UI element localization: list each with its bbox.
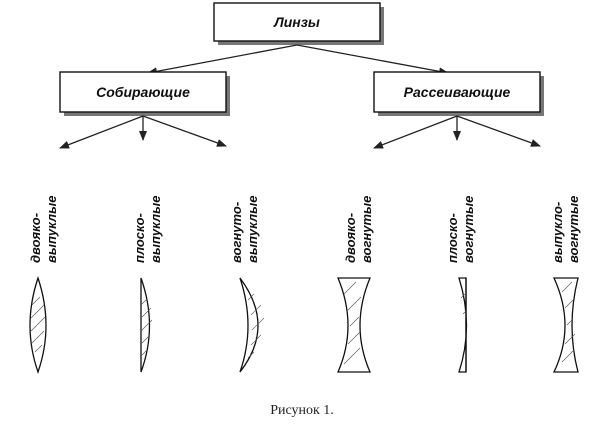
convexoconcave-lens-icon bbox=[552, 277, 579, 373]
concavoconvex-lens-icon bbox=[239, 277, 265, 373]
label-planoconvex: плоско- выпуклые bbox=[132, 196, 163, 263]
biconcave-lens-icon bbox=[337, 277, 371, 373]
label-biconvex-line2: выпуклые bbox=[44, 196, 59, 263]
label-biconvex: двояко- выпуклые bbox=[28, 196, 59, 263]
biconvex-lens-icon bbox=[29, 275, 47, 374]
root-label: Линзы bbox=[273, 14, 320, 30]
planoconvex-lens-icon bbox=[140, 277, 153, 373]
diverging-group-label: Рассеивающие bbox=[404, 84, 511, 100]
label-biconcave-line2: вогнутые bbox=[359, 196, 374, 263]
arrow-diverging-to-convexoconcave bbox=[456, 115, 541, 147]
label-concavoconvex-line2: выпуклые bbox=[245, 196, 260, 263]
planoconcave-lens-icon bbox=[458, 277, 468, 373]
label-planoconcave-line1: плоско- bbox=[445, 213, 460, 263]
diverging-group-node: Рассеивающие bbox=[373, 71, 544, 116]
label-concavoconvex: вогнуто- выпуклые bbox=[229, 196, 260, 263]
arrow-converging-to-concavoconvex bbox=[142, 115, 227, 147]
arrow-diverging-to-biconcave bbox=[373, 115, 458, 149]
label-convexoconcave-line1: выпукло- bbox=[550, 202, 565, 263]
converging-group-label: Собирающие bbox=[96, 84, 190, 100]
label-planoconvex-line1: плоско- bbox=[132, 213, 147, 263]
label-convexoconcave: выпукло- вогнутые bbox=[550, 196, 581, 263]
arrow-root-to-converging bbox=[147, 44, 298, 76]
label-biconvex-line1: двояко- bbox=[28, 213, 43, 263]
label-concavoconvex-line1: вогнуто- bbox=[229, 202, 244, 263]
label-planoconcave-line2: вогнутые bbox=[461, 196, 476, 263]
arrow-converging-to-biconvex bbox=[59, 115, 144, 149]
label-convexoconcave-line2: вогнутые bbox=[566, 196, 581, 263]
figure-caption: Рисунок 1. bbox=[270, 403, 334, 418]
root-node: Линзы bbox=[213, 2, 384, 45]
label-planoconcave: плоско- вогнутые bbox=[445, 196, 476, 263]
converging-group-node: Собирающие bbox=[59, 71, 230, 116]
label-biconcave: двояко- вогнутые bbox=[343, 196, 374, 263]
label-planoconvex-line2: выпуклые bbox=[148, 196, 163, 263]
arrow-root-to-diverging bbox=[296, 44, 449, 76]
label-biconcave-line1: двояко- bbox=[343, 213, 358, 263]
